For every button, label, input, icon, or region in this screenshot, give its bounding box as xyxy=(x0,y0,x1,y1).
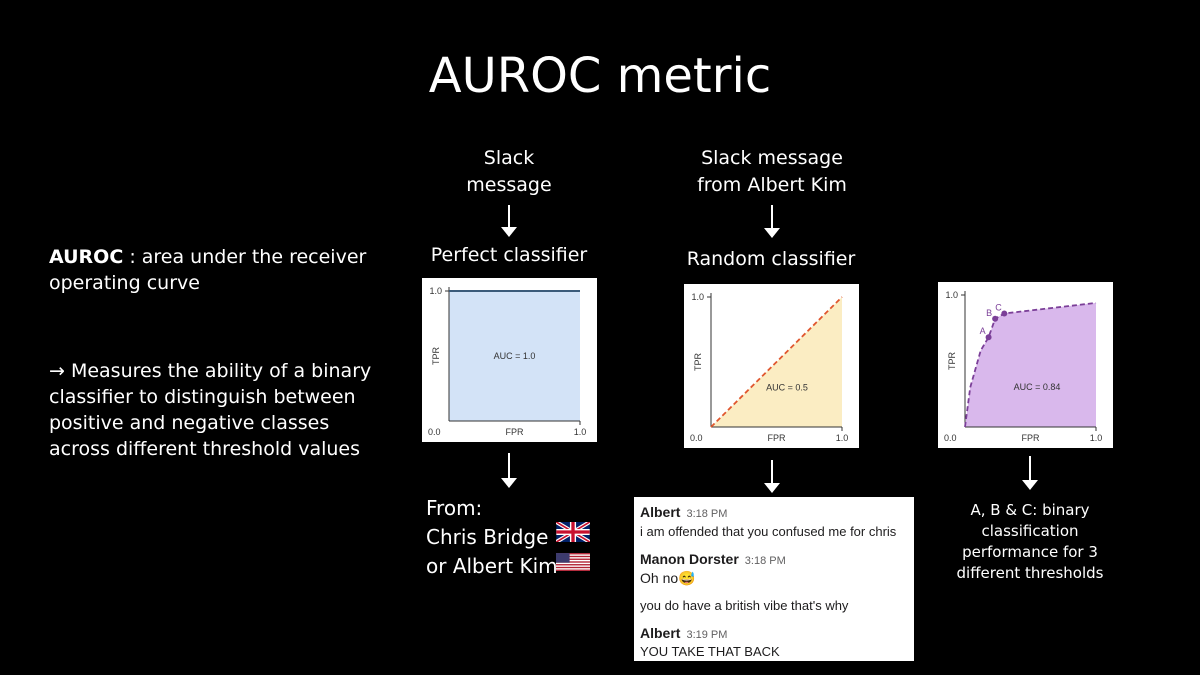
from-block: From: Chris Bridge or Albert Kim xyxy=(426,494,606,581)
down-arrow-icon xyxy=(764,205,780,238)
x-tick-label-origin: 0.0 xyxy=(428,427,441,437)
definition-text: AUROC : area under the receiver operatin… xyxy=(49,244,389,296)
classifier-label-random: Random classifier xyxy=(686,248,856,270)
option-chris: Chris Bridge xyxy=(426,523,606,552)
down-arrow-icon xyxy=(501,205,517,237)
message-text: you do have a british vibe that's why xyxy=(640,598,849,613)
y-tick-label: 1.0 xyxy=(945,290,958,300)
from-label: From: xyxy=(426,496,483,520)
threshold-note: A, B & C: binary classification performa… xyxy=(956,501,1104,582)
x-axis-label: FPR xyxy=(768,433,787,443)
message-time: 3:19 PM xyxy=(686,629,728,641)
source-label-1: Slack message xyxy=(429,145,589,199)
y-axis-label: TPR xyxy=(693,352,703,371)
us-flag-icon xyxy=(556,553,590,571)
x-tick-label-origin: 0.0 xyxy=(690,433,703,443)
message-header: Manon Dorster 3:18 PM xyxy=(640,551,786,567)
slack-chat: Albert 3:18 PM i am offended that you con… xyxy=(634,497,914,661)
auc-area xyxy=(965,302,1096,427)
source-label-1-line2: message xyxy=(466,174,552,196)
message-text: Oh no😅 xyxy=(640,570,696,587)
sweat-smile-emoji-icon: 😅 xyxy=(678,570,696,586)
bullet-text: → Measures the ability of a binary class… xyxy=(49,360,372,460)
auc-annotation: AUC = 1.0 xyxy=(494,351,536,361)
down-arrow-icon xyxy=(1022,456,1038,490)
x-tick-label: 1.0 xyxy=(574,427,587,437)
down-arrow-icon xyxy=(764,460,780,493)
threshold-label-a: A xyxy=(980,326,986,336)
y-tick-label: 1.0 xyxy=(691,292,704,302)
definition-term: AUROC xyxy=(49,246,124,268)
source-label-1-line1: Slack xyxy=(483,147,535,169)
uk-flag-icon xyxy=(556,522,590,542)
message-author: Manon Dorster xyxy=(640,551,739,567)
roc-curve xyxy=(710,296,843,428)
down-arrow-icon xyxy=(501,453,517,488)
message-author: Albert xyxy=(640,625,681,641)
x-tick-label-origin: 0.0 xyxy=(944,433,957,443)
y-axis-label: TPR xyxy=(431,346,441,365)
threshold-point-b xyxy=(992,315,999,322)
x-axis-label: FPR xyxy=(506,427,525,437)
auc-annotation: AUC = 0.84 xyxy=(1014,382,1061,392)
threshold-label-c: C xyxy=(995,302,1002,312)
message-text: i am offended that you confused me for c… xyxy=(640,524,897,539)
message-text-line: Oh no xyxy=(640,570,679,586)
classifier-label-perfect: Perfect classifier xyxy=(430,244,588,266)
y-axis-label: TPR xyxy=(947,351,957,370)
slide-title: AUROC metric xyxy=(428,48,772,104)
threshold-point-c xyxy=(1001,310,1008,317)
source-label-2-line2: from Albert Kim xyxy=(697,174,847,196)
message-text: YOU TAKE THAT BACK xyxy=(640,644,780,659)
option-albert-label: or Albert Kim xyxy=(426,554,558,578)
message-header: Albert 3:19 PM xyxy=(640,625,727,641)
source-label-2: Slack message from Albert Kim xyxy=(672,145,872,199)
message-header: Albert 3:18 PM xyxy=(640,504,727,520)
x-axis-label: FPR xyxy=(1022,433,1041,443)
threshold-point-a xyxy=(985,334,992,341)
definition-body: : area under the receiver operating curv… xyxy=(49,246,367,294)
message-time: 3:18 PM xyxy=(686,508,728,520)
threshold-label-b: B xyxy=(986,308,992,318)
option-chris-label: Chris Bridge xyxy=(426,525,549,549)
x-tick-label: 1.0 xyxy=(836,433,849,443)
auc-area xyxy=(449,291,580,421)
auc-annotation: AUC = 0.5 xyxy=(766,383,808,393)
source-label-2-line1: Slack message xyxy=(701,147,843,169)
message-author: Albert xyxy=(640,504,681,520)
option-albert: or Albert Kim xyxy=(426,552,606,581)
message-time: 3:18 PM xyxy=(744,555,786,567)
x-tick-label: 1.0 xyxy=(1090,433,1103,443)
y-tick-label: 1.0 xyxy=(429,286,442,296)
